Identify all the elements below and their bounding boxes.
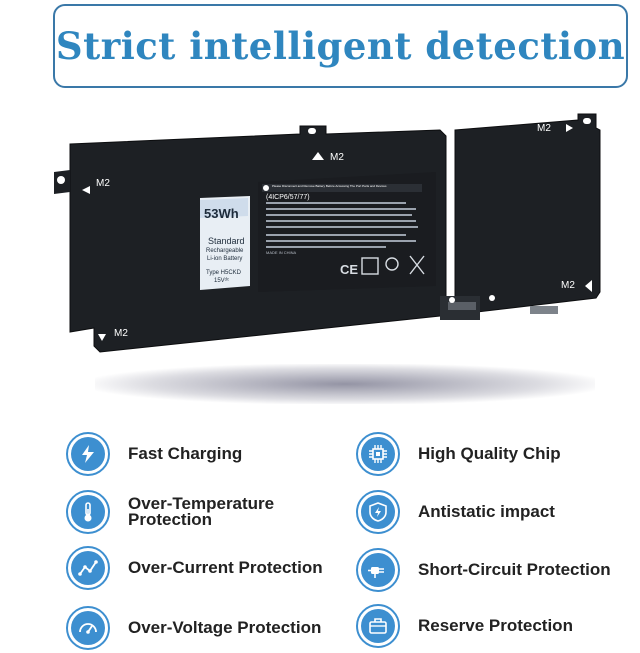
feature-label: High Quality Chip <box>418 444 561 463</box>
battery-illustration: CE <box>54 113 601 353</box>
plug-icon <box>361 553 395 587</box>
lightning-icon <box>71 437 105 471</box>
shield-bolt-icon-ring <box>356 490 400 534</box>
battery-rechargeable: Rechargeable <box>206 248 244 254</box>
battery-chemistry: Li-ion Battery <box>207 256 243 262</box>
feature-fast-charging: Fast Charging <box>66 432 242 476</box>
gauge-icon-ring <box>66 606 110 650</box>
marker-right-top: M2 <box>537 123 551 134</box>
battery-made-in: MADE IN CHINA <box>266 250 297 255</box>
gauge-icon <box>71 611 105 645</box>
chip-icon <box>361 437 395 471</box>
thermometer-icon <box>71 495 105 529</box>
thermometer-icon-ring <box>66 490 110 534</box>
feature-antistatic: Antistatic impact <box>356 490 555 534</box>
feature-over-voltage: Over-Voltage Protection <box>66 606 321 650</box>
briefcase-icon <box>361 609 395 643</box>
svg-text:CE: CE <box>340 262 358 277</box>
battery-type: Type H5CKD <box>206 270 242 276</box>
page-title: Strict intelligent detection <box>55 24 626 68</box>
feature-label: Over-Voltage Protection <box>128 618 322 637</box>
battery-image: CE M2 M2 M2 M2 M2 53Wh Standard Recharge… <box>0 96 640 426</box>
feature-label: Over-Temperature Protection <box>128 494 275 529</box>
lightning-icon-ring <box>66 432 110 476</box>
marker-left-bottom: M2 <box>114 328 128 339</box>
feature-over-temperature: Over-Temperature Protection <box>66 490 288 534</box>
briefcase-icon-ring <box>356 604 400 648</box>
battery-warning-header: Please Disconnect and Remove Battery Bef… <box>272 184 387 188</box>
marker-left-top: M2 <box>96 178 110 189</box>
plug-icon-ring <box>356 548 400 592</box>
feature-label: Fast Charging <box>128 444 243 463</box>
current-graph-icon <box>71 551 105 585</box>
feature-over-current: Over-Current Protection <box>66 546 323 590</box>
feature-label: Reserve Protection <box>418 616 573 635</box>
marker-right-bottom: M2 <box>561 280 575 291</box>
shield-bolt-icon <box>361 495 395 529</box>
battery-standard: Standard <box>208 236 245 246</box>
feature-label: Antistatic impact <box>418 502 555 521</box>
feature-reserve: Reserve Protection <box>356 604 573 648</box>
feature-label: Over-Current Protection <box>128 558 323 577</box>
battery-cell-spec: (4ICP6/57/77) <box>266 194 310 201</box>
chip-icon-ring <box>356 432 400 476</box>
battery-shadow <box>95 364 595 404</box>
marker-center-top: M2 <box>330 152 344 163</box>
feature-label: Short-Circuit Protection <box>418 560 611 579</box>
feature-chip: High Quality Chip <box>356 432 561 476</box>
title-banner: Strict intelligent detection <box>53 4 628 88</box>
battery-capacity: 53Wh <box>204 206 239 221</box>
current-graph-icon-ring <box>66 546 110 590</box>
feature-short-circuit: Short-Circuit Protection <box>356 548 611 592</box>
battery-voltage: 15Vᵈᶜ <box>214 278 230 284</box>
